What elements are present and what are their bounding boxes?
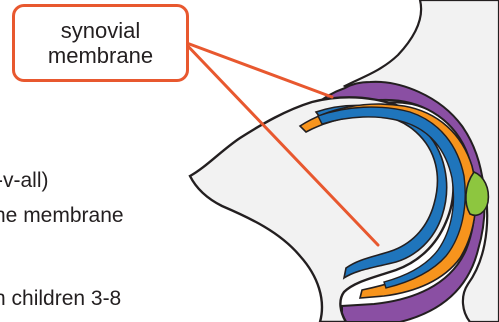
- body-text-line-2: ne membrane: [0, 205, 124, 226]
- synovial-membrane-callout: synovial membrane: [12, 4, 189, 82]
- body-text-line-1: -v-all): [0, 170, 49, 191]
- body-text-line-3: n children 3-8: [0, 288, 121, 309]
- callout-line-2: membrane: [15, 43, 186, 68]
- callout-line-1: synovial: [15, 18, 186, 43]
- leader-line-upper: [184, 42, 332, 97]
